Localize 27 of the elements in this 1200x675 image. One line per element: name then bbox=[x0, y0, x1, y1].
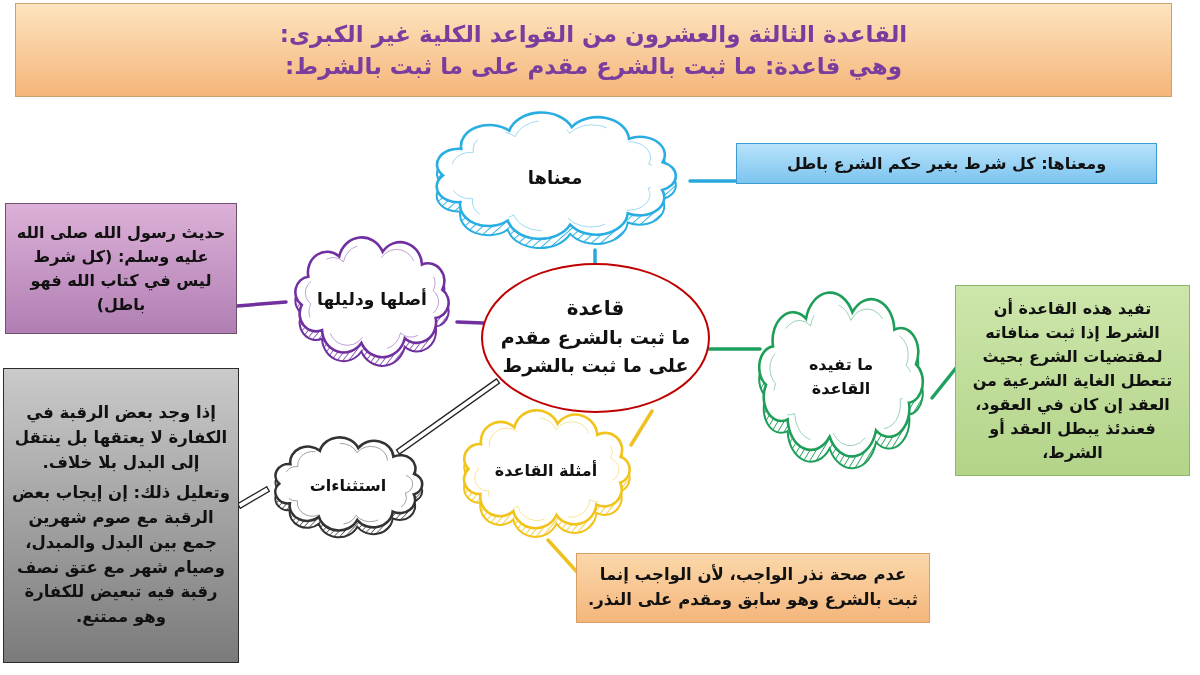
connector-line bbox=[235, 300, 288, 308]
note-text: وتعليل ذلك: إن إيجاب بعض الرقبة مع صوم شهرين جمع بين البدل والمبدل، وصيام شهر مع عتق نصف رقبة فيه تبعيض للكفارة وهو ممتنع. bbox=[12, 482, 230, 629]
cloud-label: ما تفيده القاعدة bbox=[807, 354, 875, 401]
note-box bbox=[955, 285, 1190, 476]
connector-line bbox=[455, 320, 485, 325]
note-box bbox=[3, 368, 239, 663]
rule-text: ما ثبت بالشرع مقدم على ما ثبت بالشرط bbox=[499, 324, 692, 379]
connector-line bbox=[593, 248, 597, 266]
note-text: حديث رسول الله صلى الله عليه وسلم: (كل شرط ليس في كتاب الله فهو باطل) bbox=[15, 221, 227, 316]
title-line: القاعدة الثالثة والعشرون من القواعد الكلية غير الكبرى: bbox=[279, 19, 908, 50]
cloud-label: أمثلة القاعدة bbox=[494, 459, 598, 483]
title-line: وهي قاعدة: ما ثبت بالشرع مقدم على ما ثبت بالشرط: bbox=[285, 52, 902, 82]
note-text: إذا وجد بعض الرقبة في الكفارة لا يعتقها بل ينتقل إلى البدل بلا خلاف. bbox=[13, 402, 229, 474]
note-text: عدم صحة نذر الواجب، لأن الواجب إنما ثبت بالشرع وهو سابق ومقدم على النذر. bbox=[587, 563, 919, 611]
note-text: ومعناها: كل شرط بغير حكم الشرع باطل bbox=[786, 152, 1107, 175]
connector-line bbox=[236, 485, 271, 510]
note-box bbox=[576, 553, 930, 623]
note-text: تفيد هذه القاعدة أن الشرط إذا ثبت منافاته لمقتضيات الشرع بحيث تتعطل الغاية الشرعية من العقد إن كان في العقود، فعندئذ يبطل العقد أو الشرط، bbox=[971, 297, 1174, 464]
connector-line bbox=[629, 409, 654, 447]
cloud-label: أصلها ودليلها bbox=[317, 287, 427, 311]
rule-heading: قاعدة bbox=[566, 294, 625, 322]
note-box bbox=[736, 143, 1157, 184]
cloud-label: استثناءات bbox=[309, 474, 387, 497]
cloud-label: معناها bbox=[527, 166, 583, 191]
connector-line bbox=[395, 377, 501, 456]
title-banner bbox=[15, 3, 1172, 97]
note-box bbox=[5, 203, 237, 334]
